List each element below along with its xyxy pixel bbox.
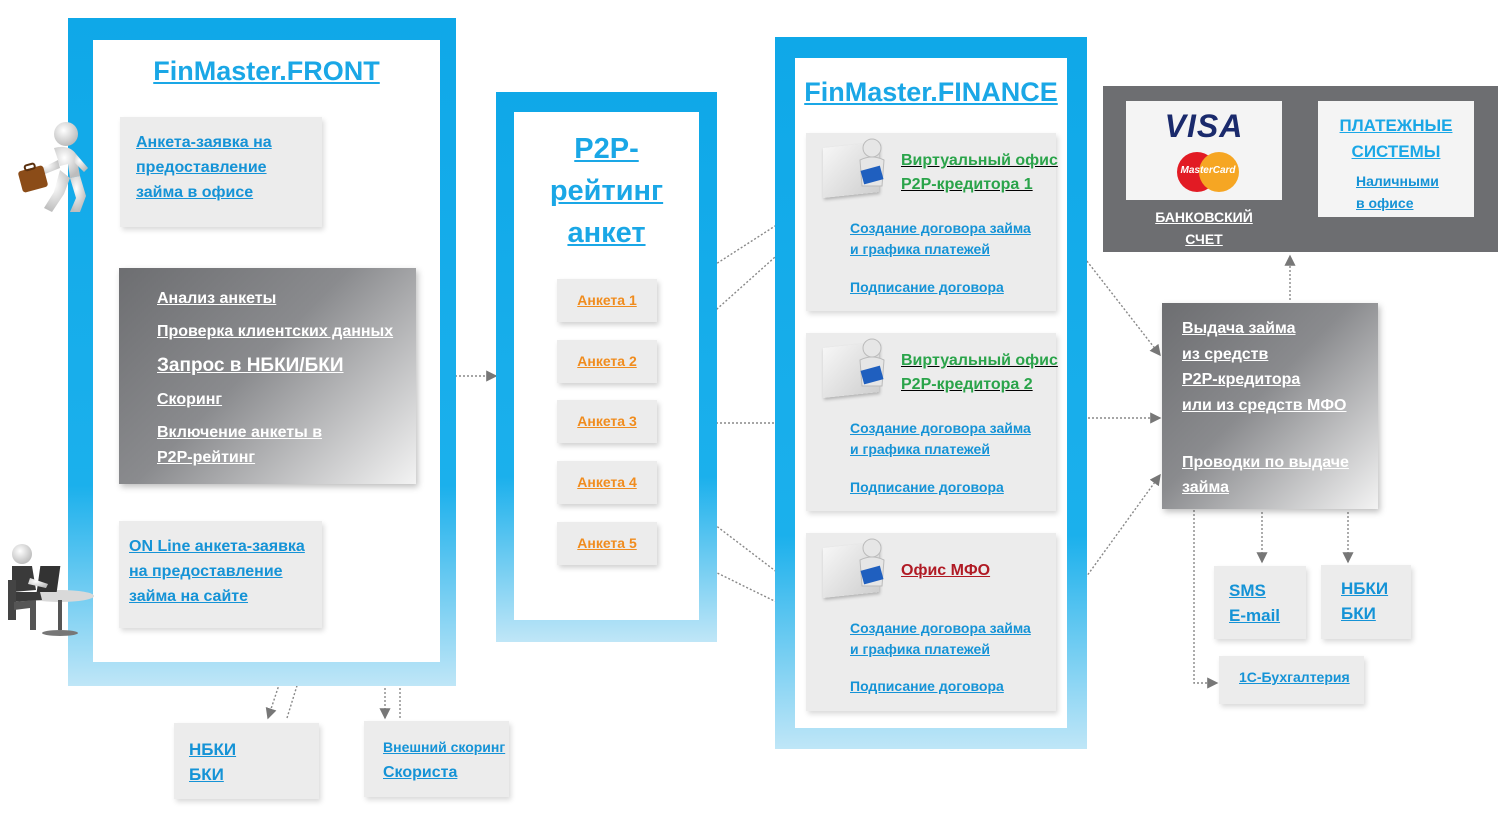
bank-account-line-1: БАНКОВСКИЙ (1155, 209, 1253, 225)
issue-line-2[interactable]: из средств (1182, 346, 1269, 363)
office-1-contract-link[interactable]: Создание договора займа и графика платеж… (850, 218, 1031, 260)
cash-in-office-link[interactable]: Наличными в офисе (1356, 170, 1439, 214)
bank-account-label[interactable]: БАНКОВСКИЙ СЧЕТ (1126, 206, 1282, 250)
anketa-5[interactable]: Анкета 5 (557, 522, 657, 565)
rating-title-line-1: P2P- (574, 133, 639, 165)
anketa-4[interactable]: Анкета 4 (557, 461, 657, 504)
office-1-contract-line-1: Создание договора займа (850, 220, 1031, 236)
office-2-title-line-1: Виртуальный офис (901, 352, 1058, 369)
scoring-line-1: Внешний скоринг (383, 739, 506, 755)
online-form-line-2: на предоставление (129, 563, 283, 580)
anketa-2[interactable]: Анкета 2 (557, 340, 657, 383)
accounting-1c-label: 1С-Бухгалтерия (1239, 669, 1350, 685)
rating-title[interactable]: P2P- рейтинг анкет (514, 128, 699, 254)
anketa-1[interactable]: Анкета 1 (557, 279, 657, 322)
issue-line-1[interactable]: Выдача займа (1182, 320, 1296, 337)
visa-logo: VISA (1164, 108, 1244, 144)
mastercard-label: MasterCard (1180, 165, 1236, 176)
person-laptop-icon (8, 544, 94, 636)
person-reading-icon (859, 338, 885, 387)
bank-account-line-2: СЧЕТ (1185, 231, 1223, 247)
sms-email-box[interactable]: SMS E-mail (1214, 566, 1306, 639)
person-reading-icon (859, 138, 885, 187)
issue-line-6[interactable]: займа (1182, 479, 1229, 496)
mastercard-logo (1177, 152, 1239, 192)
mfo-office-title[interactable]: Офис МФО (901, 562, 991, 579)
analysis-item-4[interactable]: Скоринг (157, 391, 223, 408)
office-2-contract-link[interactable]: Создание договора займа и графика платеж… (850, 418, 1031, 460)
office-form-line-1: Анкета-заявка на (136, 134, 272, 151)
nbki-right-line-1: НБКИ (1341, 579, 1389, 598)
payment-systems-line-1: ПЛАТЕЖНЫЕ (1339, 116, 1453, 135)
office-3-contract-line-1: Создание договора займа (850, 620, 1031, 636)
issue-line-5[interactable]: Проводки по выдаче (1182, 454, 1349, 471)
payment-systems-title[interactable]: ПЛАТЕЖНЫЕ СИСТЕМЫ (1318, 113, 1474, 165)
nbki-right-box[interactable]: НБКИ БКИ (1321, 565, 1411, 639)
online-application-box[interactable]: ON Line анкета-заявка на предоставление … (119, 521, 322, 628)
cash-line-1: Наличными (1356, 173, 1439, 189)
office-2-contract-line-1: Создание договора займа (850, 420, 1031, 436)
nbki-right-line-2: БКИ (1341, 604, 1376, 623)
person-reading-icon (859, 538, 885, 587)
office-3-contract-line-2: и графика платежей (850, 641, 990, 657)
loan-issue-box: Выдача займа из средств P2P-кредитора ил… (1162, 303, 1378, 509)
office-form-line-3: займа в офисе (136, 184, 254, 201)
office-2-contract-line-2: и графика платежей (850, 441, 990, 457)
payment-systems-line-2: СИСТЕМЫ (1351, 142, 1441, 161)
cash-line-2: в офисе (1356, 195, 1414, 211)
office-3-contract-link[interactable]: Создание договора займа и графика платеж… (850, 618, 1031, 660)
office-1-contract-line-2: и графика платежей (850, 241, 990, 257)
office-1-title-line-1: Виртуальный офис (901, 152, 1058, 169)
anketa-3[interactable]: Анкета 3 (557, 400, 657, 443)
issue-line-4[interactable]: или из средств МФО (1182, 397, 1347, 414)
analysis-item-2[interactable]: Проверка клиентских данных (157, 323, 394, 340)
rating-title-line-3: анкет (567, 217, 646, 249)
payment-systems-box (1318, 101, 1474, 217)
office-1-title-line-2: P2P-кредитора 1 (901, 176, 1033, 193)
analysis-item-1[interactable]: Анализ анкеты (157, 290, 277, 307)
rating-title-line-2: рейтинг (549, 175, 664, 207)
walking-person-icon (18, 122, 88, 212)
accounting-1c-box[interactable]: 1С-Бухгалтерия (1219, 656, 1364, 704)
office-form-line-2: предоставление (136, 159, 267, 176)
analysis-item-5[interactable]: Включение анкеты в (157, 424, 323, 441)
office-1-sign-link[interactable]: Подписание договора (850, 279, 1004, 295)
analysis-item-3[interactable]: Запрос в НБКИ/БКИ (157, 355, 344, 376)
office-3-sign-link[interactable]: Подписание договора (850, 678, 1004, 694)
nbki-line-2: БКИ (189, 765, 224, 784)
nbki-line-1: НБКИ (189, 740, 237, 759)
online-form-line-1: ON Line анкета-заявка (129, 538, 305, 555)
online-form-line-3: займа на сайте (129, 588, 249, 605)
office-2-title-line-2: P2P-кредитора 2 (901, 376, 1033, 393)
office-application-box[interactable]: Анкета-заявка на предоставление займа в … (120, 117, 322, 227)
front-title[interactable]: FinMaster.FRONT (153, 56, 380, 86)
scoring-line-2: Скориста (383, 764, 458, 781)
nbki-bki-box[interactable]: НБКИ БКИ (174, 723, 319, 799)
issue-line-3[interactable]: P2P-кредитора (1182, 371, 1301, 388)
finance-title[interactable]: FinMaster.FINANCE (804, 77, 1058, 107)
office-1-title[interactable]: Виртуальный офис P2P-кредитора 1 (901, 149, 1058, 197)
analysis-box: Анализ анкеты Проверка клиентских данных… (119, 268, 416, 484)
office-2-title[interactable]: Виртуальный офис P2P-кредитора 2 (901, 349, 1058, 397)
office-2-sign-link[interactable]: Подписание договора (850, 479, 1004, 495)
email-line: E-mail (1229, 606, 1281, 625)
external-scoring-box[interactable]: Внешний скоринг Скориста (364, 721, 509, 797)
sms-line: SMS (1229, 581, 1266, 600)
analysis-item-6[interactable]: P2P-рейтинг (157, 449, 256, 466)
